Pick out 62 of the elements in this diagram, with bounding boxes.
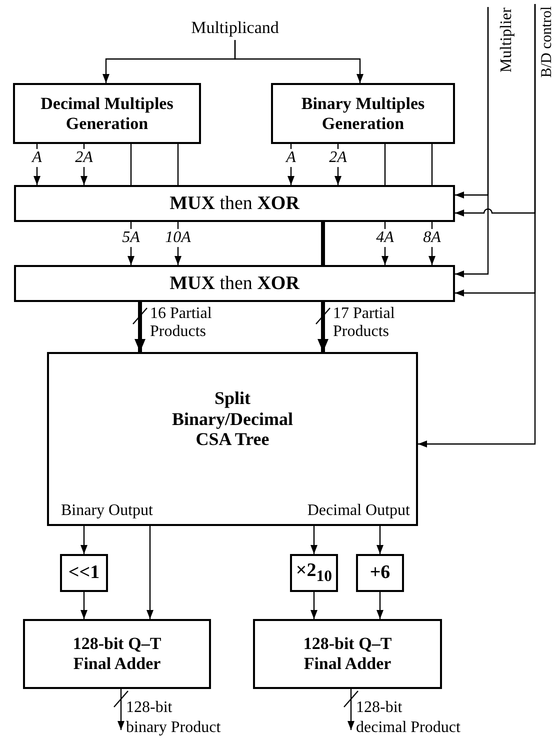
arrow (334, 144, 342, 185)
arrow (80, 526, 88, 554)
block-title: ×2$_{10}$ (296, 560, 332, 586)
block-title: <<1 (68, 562, 100, 584)
edge-label: 2A (328, 149, 348, 167)
arrow (428, 222, 436, 265)
block-title: Split Binary/Decimal CSA Tree (171, 388, 294, 450)
arrow (118, 689, 124, 730)
connector-line (384, 144, 386, 185)
edge-label: 8A (422, 229, 442, 247)
connector-line (130, 144, 132, 185)
block-title: 128-bit Q–T Final Adder (302, 634, 393, 674)
edge-label: A (31, 149, 43, 167)
bus-arrow (318, 302, 328, 352)
arrow (234, 40, 364, 83)
edge-label: 128-bit decimal Product (356, 698, 462, 738)
edge-label: 4A (375, 229, 395, 247)
arrow (418, 4, 536, 448)
edge-label: 128-bit binary Product (126, 698, 222, 738)
block-title: Decimal Multiples Generation (40, 94, 174, 134)
process-box (47, 352, 418, 526)
arrow (310, 592, 318, 619)
input-label: Multiplier (497, 7, 517, 73)
process-box (356, 554, 404, 592)
arrow (288, 144, 294, 185)
arrow (376, 526, 384, 554)
block-title: MUX then XOR (170, 272, 300, 294)
process-box (14, 185, 455, 222)
process-box (13, 83, 201, 144)
block-title: 128-bit Q–T Final Adder (72, 634, 162, 674)
output-label: Binary Output (61, 502, 153, 520)
output-label: Decimal Output (307, 502, 410, 520)
block-title: MUX then XOR (170, 192, 300, 214)
process-box (290, 554, 338, 592)
edge-label: 16 Partial Products (150, 305, 213, 340)
process-box (253, 619, 442, 689)
arrow (34, 144, 40, 185)
input-label: Multiplicand (175, 16, 295, 40)
edge-label: 5A (121, 229, 141, 247)
edge-label: 17 Partial Products (333, 305, 396, 340)
bus-arrow (134, 302, 146, 352)
arrow (348, 689, 354, 730)
arrow (376, 592, 384, 619)
process-box (60, 554, 108, 592)
block-title: Binary Multiples Generation (300, 94, 426, 134)
edge-label: A (285, 149, 297, 167)
edge-label: 2A (74, 149, 94, 167)
arrow (146, 526, 154, 619)
connector-line (431, 144, 433, 185)
arrow (80, 144, 88, 185)
arrow (310, 526, 318, 554)
edge-label: 10A (164, 229, 192, 247)
process-box (271, 83, 455, 144)
arrow (382, 222, 388, 265)
control-label: B/D control (539, 4, 555, 80)
process-box (23, 619, 211, 689)
connector-line (177, 144, 179, 185)
arrow (128, 222, 134, 265)
process-box (14, 265, 455, 302)
block-title: +6 (370, 562, 390, 584)
arrow (455, 7, 489, 278)
arrow (80, 592, 88, 619)
